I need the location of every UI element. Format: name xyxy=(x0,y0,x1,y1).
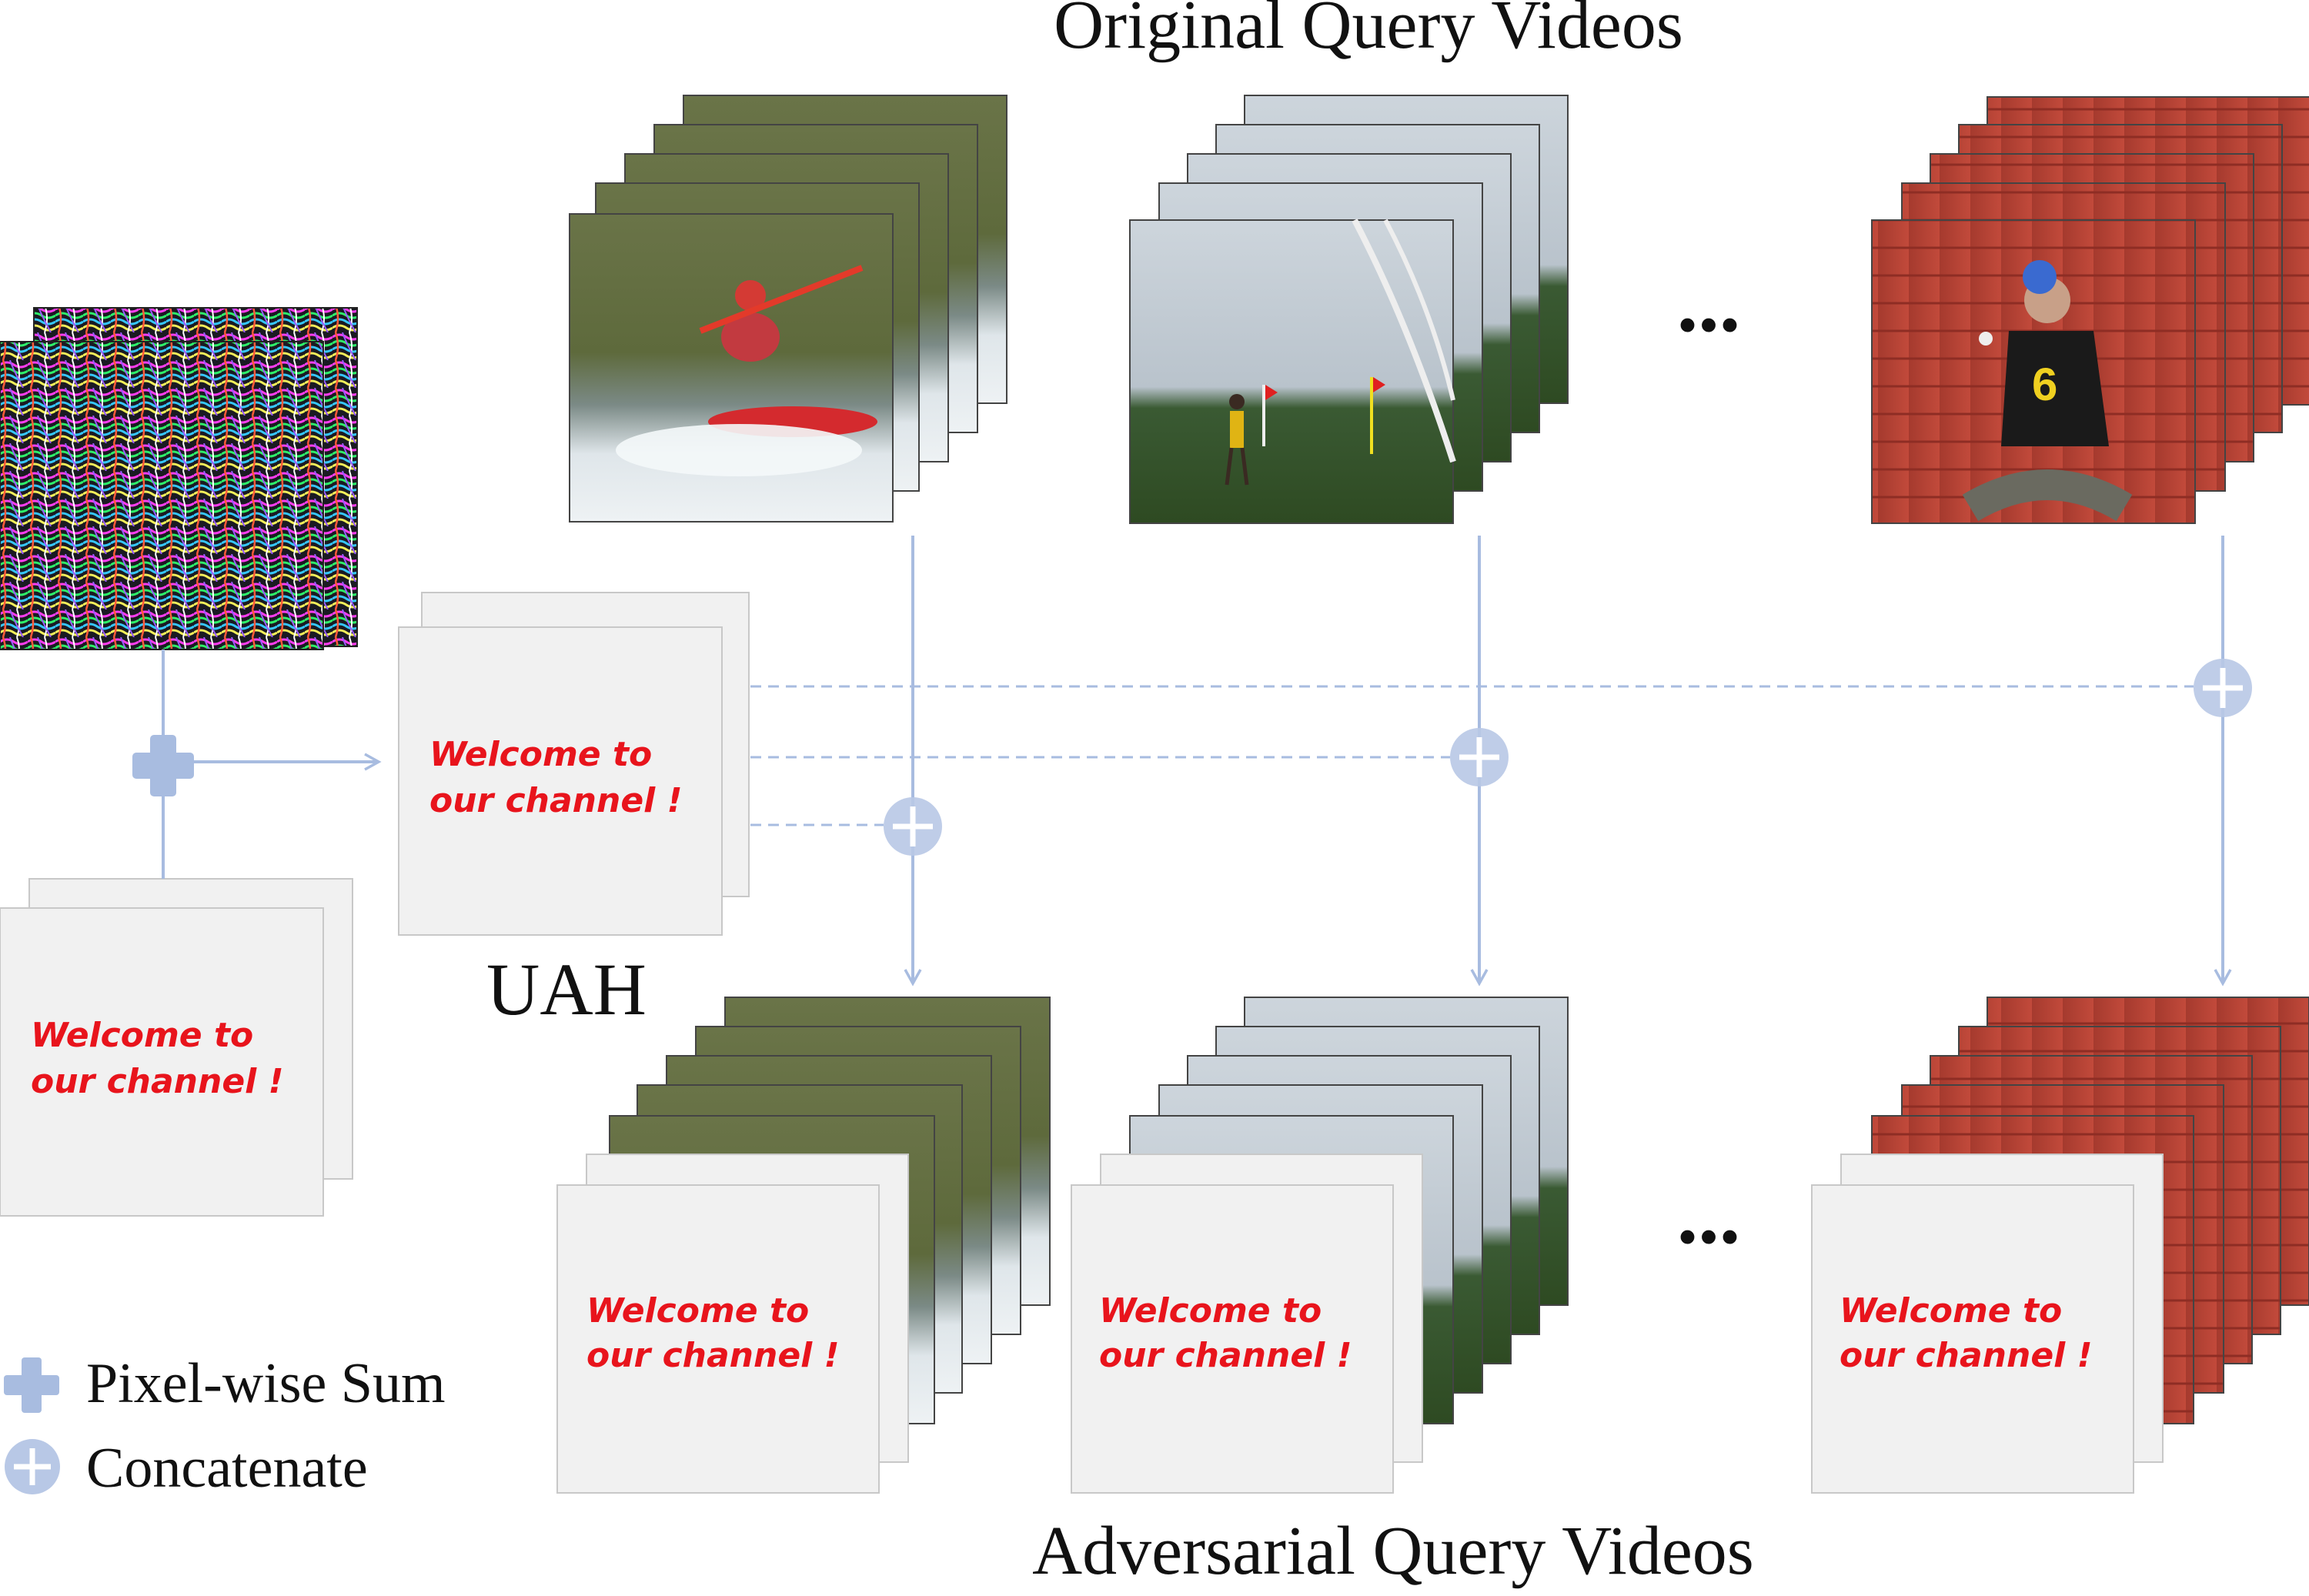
adv3-watermark-line2: our channel ! xyxy=(1840,1336,2093,1375)
watermark-source-card: Welcome to our channel ! xyxy=(0,878,353,1217)
adv1-watermark-line1: Welcome to xyxy=(586,1291,809,1331)
concatenate-symbol-1 xyxy=(884,797,942,856)
legend: Pixel-wise Sum Concatenate xyxy=(4,1352,446,1500)
adv3-watermark-line1: Welcome to xyxy=(1840,1291,2062,1331)
concatenate-symbol-2 xyxy=(1450,728,1509,786)
adversarial-video-2: Welcome to our channel ! xyxy=(1071,997,1569,1494)
original-video-3-juggling: 6 xyxy=(1871,96,2309,524)
watermark-source-line1: Welcome to xyxy=(31,1016,253,1055)
original-video-2-soccer xyxy=(1129,95,1569,524)
pixel-wise-sum-symbol xyxy=(132,735,194,796)
original-video-1-kayaking xyxy=(569,95,1007,523)
vertical-arrows xyxy=(904,536,2232,987)
watermark-source-line2: our channel ! xyxy=(31,1062,284,1101)
jersey-number: 6 xyxy=(2032,359,2057,410)
adv2-watermark-line2: our channel ! xyxy=(1099,1336,1352,1375)
sum-connector xyxy=(162,649,382,879)
adv2-watermark-line1: Welcome to xyxy=(1099,1291,1322,1331)
uah-card: Welcome to our channel ! xyxy=(398,592,750,936)
noise-perturbation xyxy=(0,307,358,650)
legend-sum-label: Pixel-wise Sum xyxy=(86,1352,446,1415)
title-original-query-videos: Original Query Videos xyxy=(1054,0,1683,63)
legend-sum-icon xyxy=(4,1357,59,1413)
concatenate-symbol-3 xyxy=(2194,659,2252,717)
uah-label: UAH xyxy=(486,948,647,1030)
adversarial-video-3: Welcome to our channel ! xyxy=(1811,997,2309,1494)
ellipsis-top: ... xyxy=(1677,255,1741,349)
adv1-watermark-line2: our channel ! xyxy=(586,1336,840,1375)
adversarial-video-1: Welcome to our channel ! xyxy=(556,997,1051,1494)
legend-concat-label: Concatenate xyxy=(86,1437,368,1500)
uah-watermark-line2: our channel ! xyxy=(429,781,683,820)
legend-concat-icon xyxy=(5,1439,60,1494)
ellipsis-bottom: ... xyxy=(1677,1167,1741,1261)
dashed-concat-lines xyxy=(750,685,2194,826)
title-adversarial-query-videos: Adversarial Query Videos xyxy=(1032,1513,1754,1589)
uah-watermark-line1: Welcome to xyxy=(429,735,652,774)
